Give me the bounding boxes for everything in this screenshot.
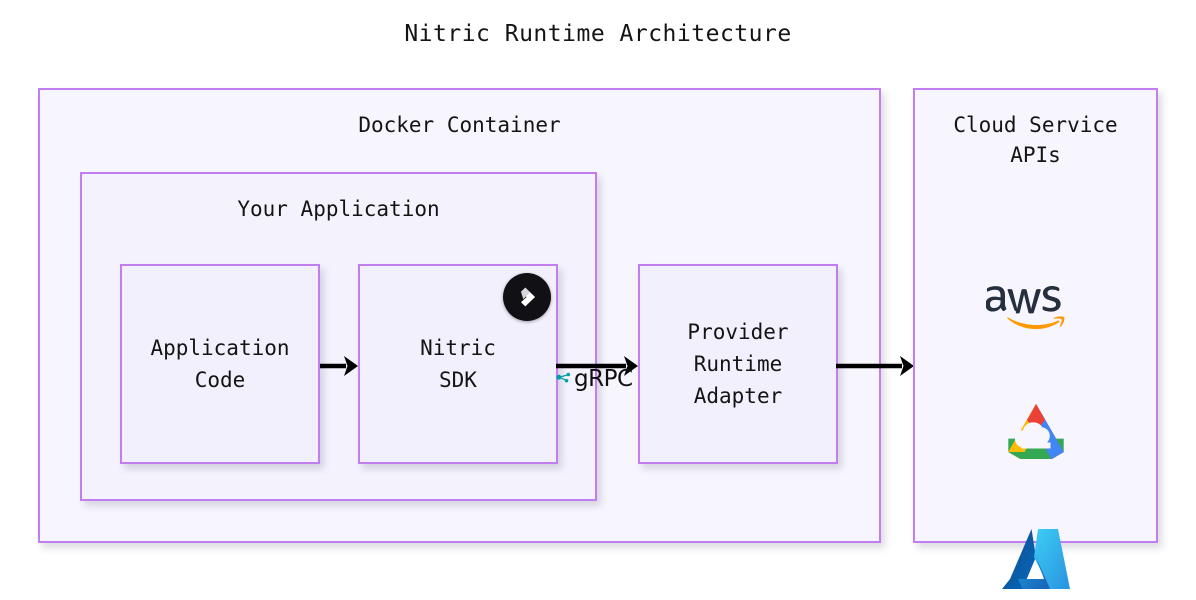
grpc-label-text: gRPC xyxy=(574,366,633,392)
azure-logo-icon xyxy=(915,520,1156,600)
provider-runtime-adapter-label: Provider Runtime Adapter xyxy=(687,320,789,408)
google-cloud-logo-icon xyxy=(915,395,1156,475)
nitric-sdk-label: Nitric SDK xyxy=(420,336,496,392)
cloud-service-apis-panel: Cloud Service APIs xyxy=(913,88,1158,589)
page-title: Nitric Runtime Architecture xyxy=(404,21,792,47)
your-application-label: Your Application xyxy=(237,197,440,221)
arrow-right-icon-code-to-sdk xyxy=(320,352,360,384)
provider-runtime-adapter-box: Provider Runtime Adapter xyxy=(638,264,838,464)
docker-container-label: Docker Container xyxy=(358,113,561,137)
application-code-label: Application Code xyxy=(150,336,290,392)
nitric-logo-icon xyxy=(503,273,551,321)
arrow-right-icon-sdk-to-adapter xyxy=(556,352,640,384)
application-code-box: Application Code xyxy=(120,264,320,464)
arrow-right-icon-adapter-to-cloud xyxy=(836,352,916,384)
grpc-logo-icon xyxy=(556,370,572,390)
grpc-connection-label: gRPC xyxy=(556,368,633,391)
cloud-service-apis-label: Cloud Service APIs xyxy=(953,113,1118,167)
aws-logo-icon xyxy=(915,278,1156,348)
